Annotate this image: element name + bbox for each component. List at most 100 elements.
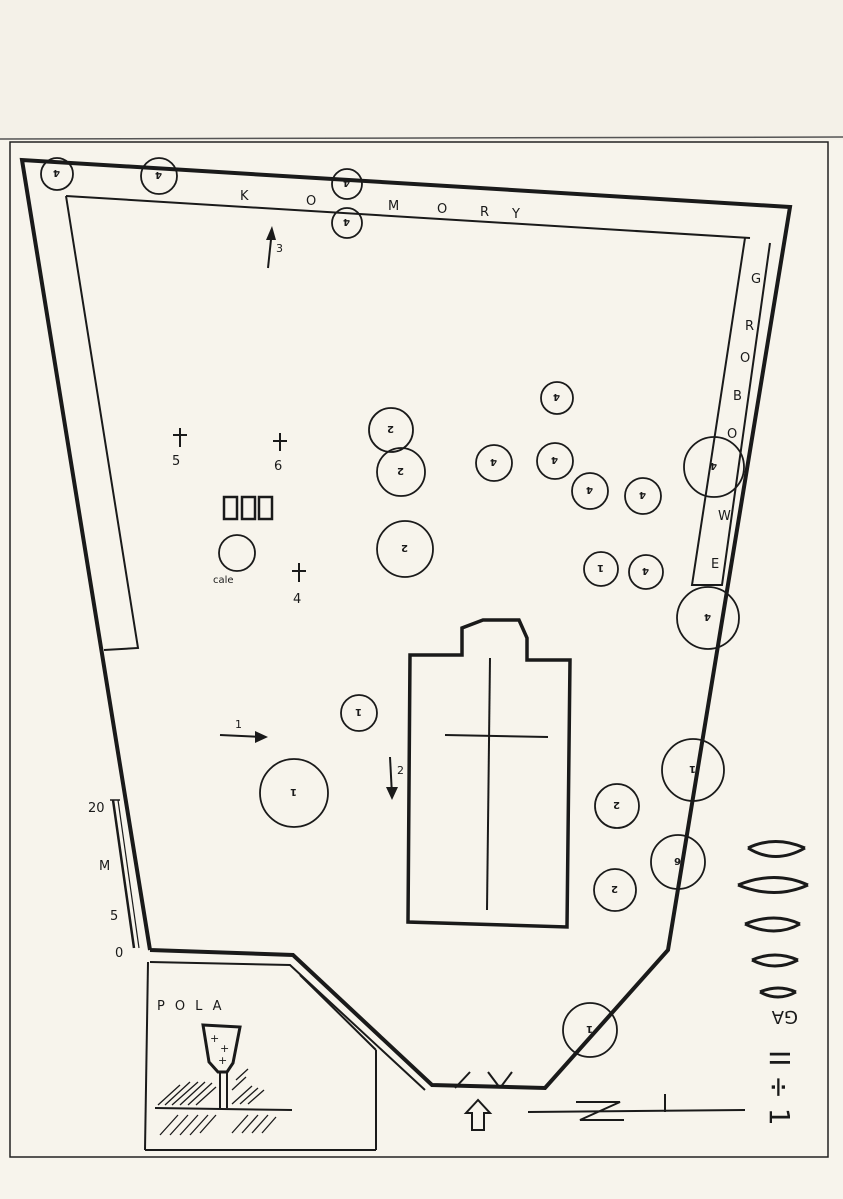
pola-label: POLA xyxy=(157,999,232,1014)
legend xyxy=(737,840,809,999)
grave-cross-4: 4 xyxy=(292,563,306,607)
right-letter: B xyxy=(733,389,742,404)
cross-label: 4 xyxy=(293,592,301,607)
tree-label: 4 xyxy=(639,489,646,500)
top-letter: K xyxy=(240,189,249,204)
top-label-komory: K O M O R Y xyxy=(240,189,520,222)
tree-label: 4 xyxy=(551,454,558,465)
tree-circle xyxy=(340,694,378,732)
tree-circle xyxy=(368,407,414,453)
church-building xyxy=(406,618,572,929)
left-strip xyxy=(65,195,140,651)
right-letter: O xyxy=(727,427,737,442)
legend-text: GA xyxy=(771,1006,798,1027)
top-letter: O xyxy=(306,194,316,209)
tree-circle xyxy=(140,157,178,195)
tree-circle xyxy=(331,168,363,200)
sheet-top-edge xyxy=(0,136,843,140)
tree-circle xyxy=(331,207,363,239)
cross-label: 5 xyxy=(172,454,180,469)
arrow-label: 3 xyxy=(276,242,283,255)
tree-circle xyxy=(594,783,640,829)
tree-circle xyxy=(536,442,574,480)
arrow-label: 2 xyxy=(397,764,404,777)
tree-label: 4 xyxy=(553,391,560,402)
arrow-3-icon: 3 xyxy=(266,226,283,269)
tree-circle xyxy=(376,520,434,578)
top-letter: O xyxy=(437,202,447,217)
north-arrow-icon xyxy=(527,1094,746,1121)
tree-label: 4 xyxy=(490,456,497,467)
top-letter: Y xyxy=(511,207,520,222)
tree-label: 4 xyxy=(155,169,162,180)
arrow-2-icon: 2 xyxy=(386,756,404,800)
tree-circle xyxy=(628,554,664,590)
arrow-1-icon: 1 xyxy=(219,718,268,743)
well-label: cale xyxy=(213,575,234,586)
drawing-frame xyxy=(9,141,829,1158)
grave-group xyxy=(222,495,274,521)
right-strip xyxy=(690,237,771,586)
grave-cross-5: 5 xyxy=(172,428,187,469)
tree-circle xyxy=(624,477,662,515)
tree-label: 4 xyxy=(704,611,711,622)
cemetery-wall-inner xyxy=(149,961,426,1091)
tree-label: 4 xyxy=(586,484,593,495)
cemetery-wall-outer xyxy=(19,157,793,1091)
right-label-groby: G R O B O W E xyxy=(711,272,761,572)
tree-label: 4 xyxy=(710,460,717,471)
scale-zero: 0 xyxy=(115,946,123,961)
entrance-arrow-icon xyxy=(463,1098,493,1131)
tree-label: 4 xyxy=(343,216,350,227)
scale-bar: 20 M 5 0 xyxy=(88,799,140,961)
tree-label: 2 xyxy=(397,465,404,476)
tree-label: 1 xyxy=(689,763,696,774)
grave-cross-6: 6 xyxy=(273,433,287,474)
right-letter: E xyxy=(711,557,719,572)
tree-layer: 4 4 4 4 4 2 2 4 4 4 4 4 2 1 4 4 1 1 1 2 6 2 1 xyxy=(40,157,745,1058)
tree-label: 2 xyxy=(387,423,394,434)
right-letter: W xyxy=(718,509,731,524)
tree-label: 1 xyxy=(355,706,362,717)
tree-label: 1 xyxy=(290,786,297,797)
svg-text:+: + xyxy=(218,1054,227,1067)
legend-subtext: II ÷ 1 xyxy=(763,1050,796,1126)
svg-text:+: + xyxy=(220,1042,229,1055)
right-letter: O xyxy=(740,351,750,366)
scale-mid: 5 xyxy=(110,909,118,924)
scale-top: 20 xyxy=(88,801,105,816)
church-cross-horizontal xyxy=(444,734,549,738)
tree-circle xyxy=(661,738,725,802)
top-letter: M xyxy=(388,199,399,214)
tree-circle xyxy=(376,447,426,497)
church-cross-vertical xyxy=(486,657,491,911)
tree-circle xyxy=(475,444,513,482)
arrow-label: 1 xyxy=(235,718,242,731)
tree-circle xyxy=(676,586,740,650)
tree-label: 2 xyxy=(401,542,408,553)
tree-circle xyxy=(259,758,329,828)
tree-label: 2 xyxy=(611,883,618,894)
cross-label: 6 xyxy=(274,459,282,474)
tree-circle xyxy=(571,472,609,510)
tree-label: 1 xyxy=(597,562,604,573)
tree-circle xyxy=(540,381,574,415)
tree-label: 4 xyxy=(343,177,350,188)
top-strip-line xyxy=(65,195,751,239)
tree-label: 4 xyxy=(642,565,649,576)
top-letter: R xyxy=(480,205,489,220)
tree-circle xyxy=(650,834,706,890)
right-letter: R xyxy=(745,319,754,334)
field-area: POLA + + + xyxy=(144,961,377,1151)
tree-circle xyxy=(40,157,74,191)
tree-circle xyxy=(583,551,619,587)
tree-circle xyxy=(683,436,745,498)
svg-text:+: + xyxy=(210,1032,219,1045)
well-circle xyxy=(218,534,256,572)
tree-label: 4 xyxy=(53,167,60,178)
tree-label: 6 xyxy=(674,855,681,866)
right-letter: G xyxy=(751,272,761,287)
scale-unit: M xyxy=(99,859,110,874)
tree-label: 2 xyxy=(613,799,620,810)
